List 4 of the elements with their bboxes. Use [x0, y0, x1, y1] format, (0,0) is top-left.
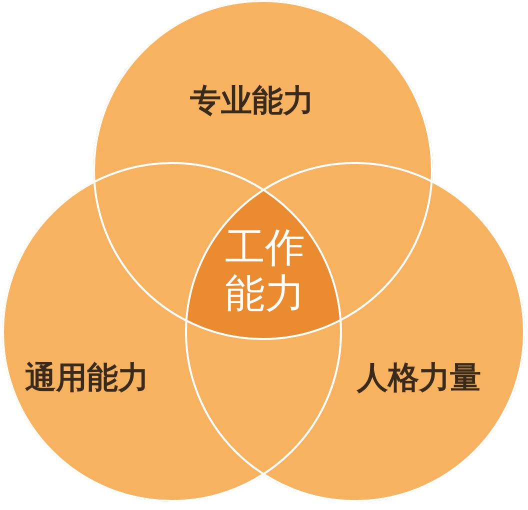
- circle-label: 人格力量: [357, 359, 481, 398]
- circle-label: 专业能力: [190, 82, 314, 121]
- circle-label: 通用能力: [25, 359, 149, 398]
- center-label: 工作能力: [224, 225, 306, 317]
